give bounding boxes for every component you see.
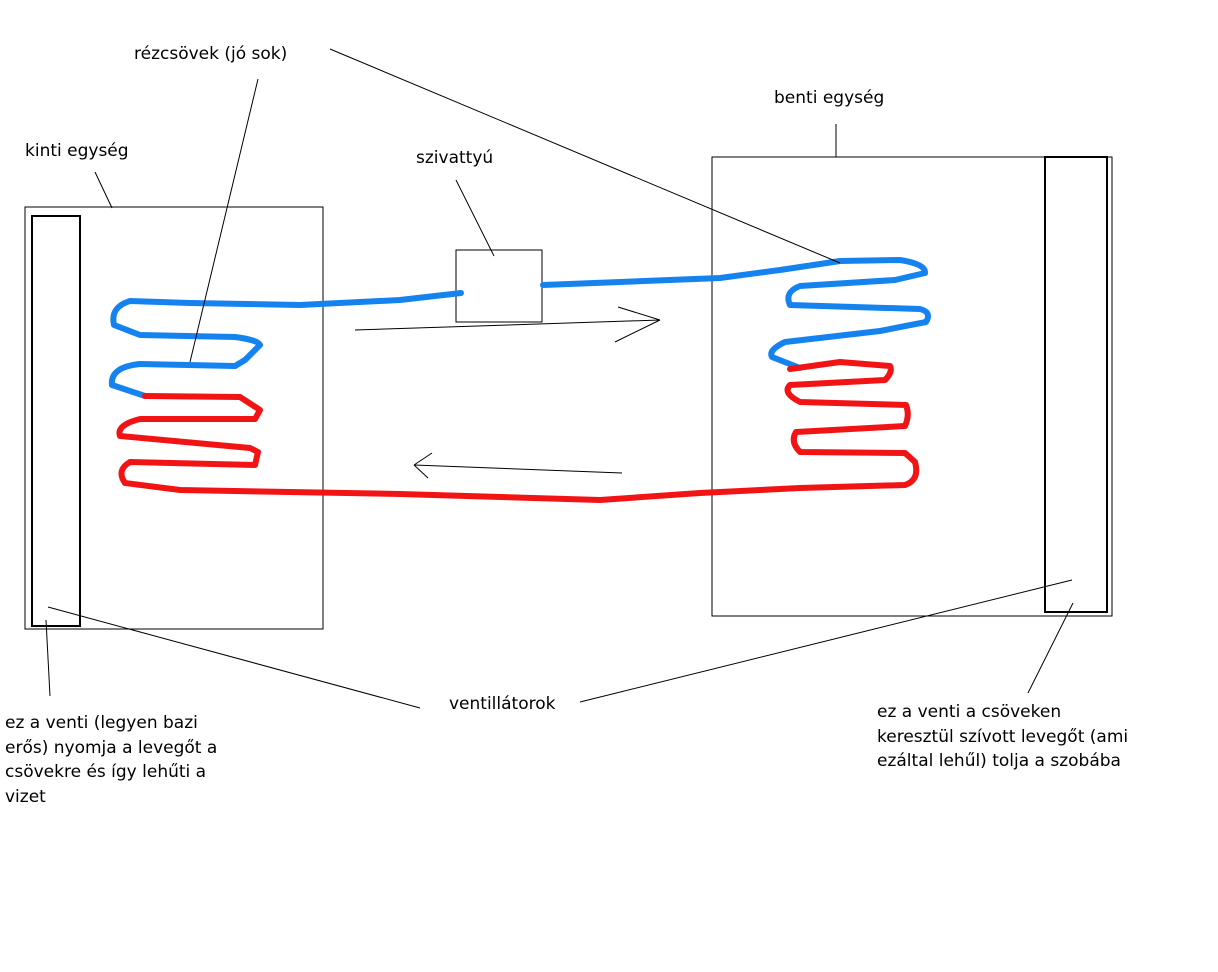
outdoor-unit-label: kinti egység (25, 141, 129, 161)
pump-box (455, 249, 543, 323)
left-fan-note: ez a venti (legyen bazi erős) nyomja a l… (5, 713, 218, 807)
leader-left-note (45, 619, 51, 697)
leader-fans-left (47, 606, 421, 709)
outdoor-fan (31, 215, 81, 627)
indoor-unit-box (711, 156, 1113, 617)
leader-outdoor-unit (94, 171, 113, 209)
leader-right-note (1027, 602, 1074, 694)
right-fan-note: ez a venti a csöveken keresztül szívott … (877, 702, 1129, 771)
fans-label: ventillátorok (449, 694, 556, 714)
pump-label: szivattyú (416, 148, 494, 168)
flow-arrow-right (354, 306, 661, 343)
indoor-unit-label: benti egység (774, 88, 885, 108)
leader-fans-right (579, 579, 1073, 703)
leader-pump (455, 179, 495, 257)
indoor-fan (1044, 156, 1108, 613)
cold-pipe (108, 257, 931, 399)
leader-lines (45, 48, 1074, 709)
outdoor-unit-box (24, 206, 324, 630)
copper-pipes-label: rézcsövek (jó sok) (134, 44, 288, 64)
hot-pipe (116, 359, 920, 503)
flow-arrow-left (413, 452, 623, 479)
leader-copper-pipes-right (329, 48, 841, 264)
leader-copper-pipes-left (189, 78, 259, 363)
